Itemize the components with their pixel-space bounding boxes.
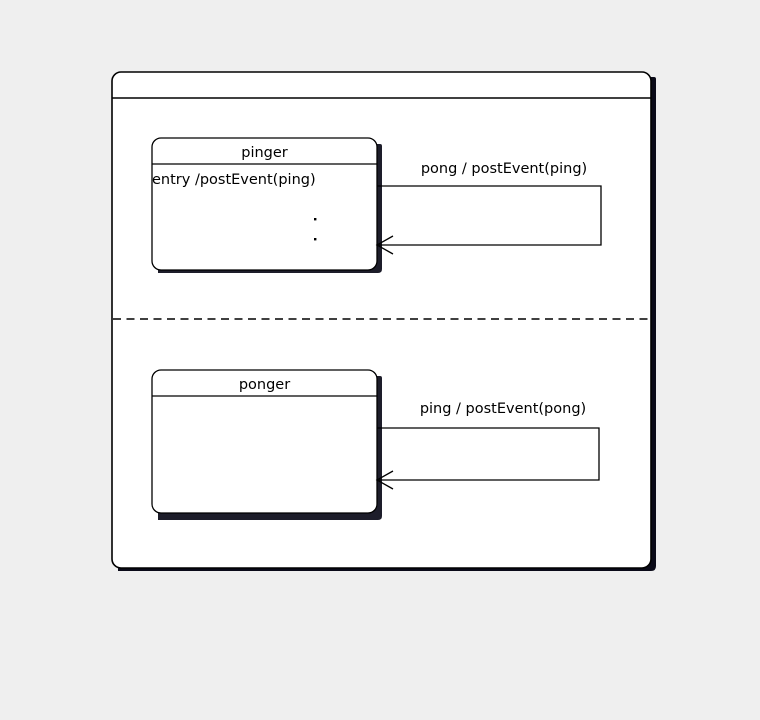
pinger-transition-label: pong / postEvent(ping) bbox=[421, 161, 587, 177]
pinger-dot-1 bbox=[314, 218, 317, 221]
pinger-entry-action: entry /postEvent(ping) bbox=[152, 172, 316, 188]
pinger-self-transition-path[interactable] bbox=[377, 185, 602, 246]
pinger-state-name: pinger bbox=[241, 145, 288, 161]
ponger-self-transition-path[interactable] bbox=[377, 427, 600, 481]
ponger-transition-label: ping / postEvent(pong) bbox=[420, 401, 586, 417]
pinger-dot-2 bbox=[314, 238, 317, 241]
ponger-state-name: ponger bbox=[239, 377, 290, 393]
pinger-transition-arrowhead bbox=[375, 235, 394, 255]
ponger-state-box[interactable] bbox=[151, 369, 378, 514]
pinger-state-box[interactable] bbox=[151, 137, 378, 271]
ponger-transition-arrowhead bbox=[375, 470, 394, 490]
